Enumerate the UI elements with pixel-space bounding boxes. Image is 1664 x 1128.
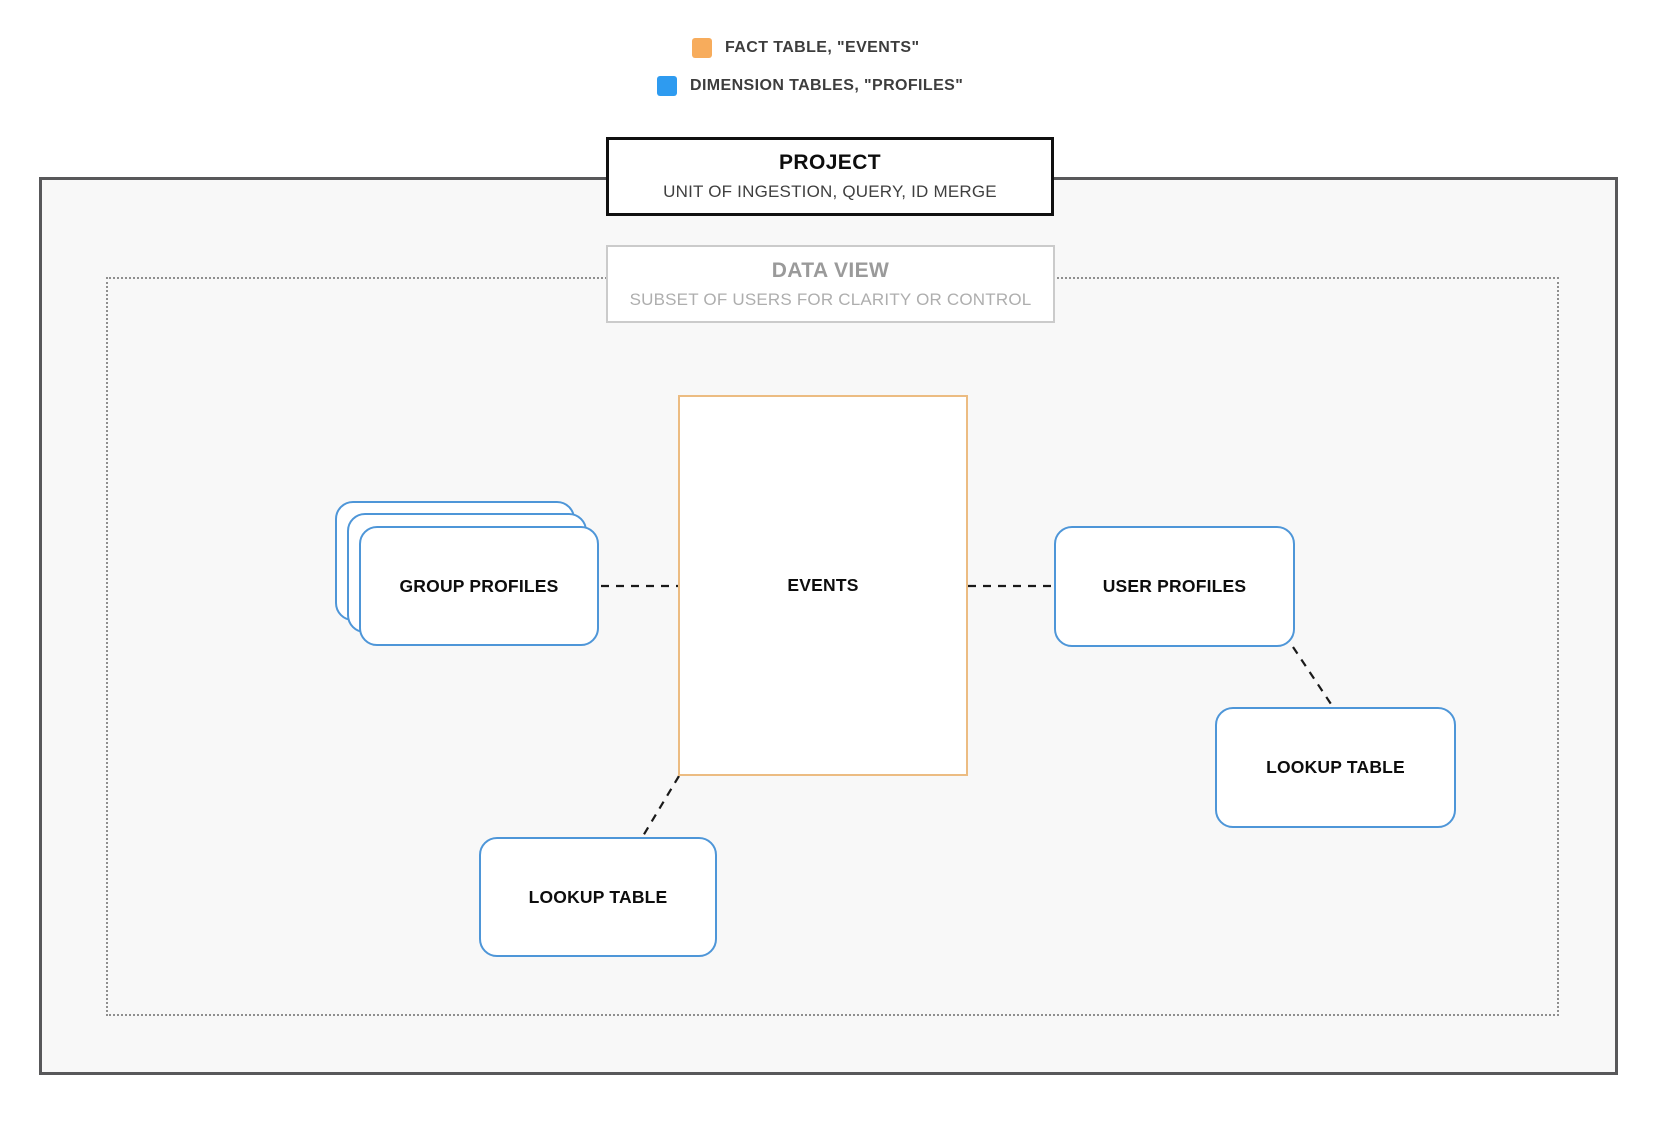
data-view-title: DATA VIEW xyxy=(771,258,890,282)
data-view-subtitle: SUBSET OF USERS FOR CLARITY OR CONTROL xyxy=(629,289,1032,309)
node-group-profiles: GROUP PROFILES xyxy=(359,526,599,646)
node-events: EVENTS xyxy=(678,395,968,776)
node-events-label: EVENTS xyxy=(787,575,859,595)
project-title: PROJECT xyxy=(779,151,881,174)
node-group-profiles-label: GROUP PROFILES xyxy=(399,575,559,596)
node-lookup-table-bottom-label: LOOKUP TABLE xyxy=(528,886,668,907)
legend-item-dimension-tables: DIMENSION TABLES, "PROFILES" xyxy=(657,76,963,96)
fact-table-swatch xyxy=(692,38,712,58)
node-lookup-table-right: LOOKUP TABLE xyxy=(1215,707,1456,828)
node-lookup-table-right-label: LOOKUP TABLE xyxy=(1266,757,1405,777)
node-lookup-table-bottom: LOOKUP TABLE xyxy=(479,837,717,957)
legend-label-fact-table: FACT TABLE, "EVENTS" xyxy=(725,39,920,56)
project-subtitle: UNIT OF INGESTION, QUERY, ID MERGE xyxy=(663,182,997,201)
data-view-header-box: DATA VIEW SUBSET OF USERS FOR CLARITY OR… xyxy=(606,245,1055,323)
legend-label-dimension-tables: DIMENSION TABLES, "PROFILES" xyxy=(690,77,964,94)
legend-item-fact-table: FACT TABLE, "EVENTS" xyxy=(692,38,919,58)
node-user-profiles: USER PROFILES xyxy=(1054,526,1295,647)
project-header-box: PROJECT UNIT OF INGESTION, QUERY, ID MER… xyxy=(606,137,1054,216)
node-user-profiles-label: USER PROFILES xyxy=(1102,576,1247,596)
dimension-tables-swatch xyxy=(657,76,677,96)
